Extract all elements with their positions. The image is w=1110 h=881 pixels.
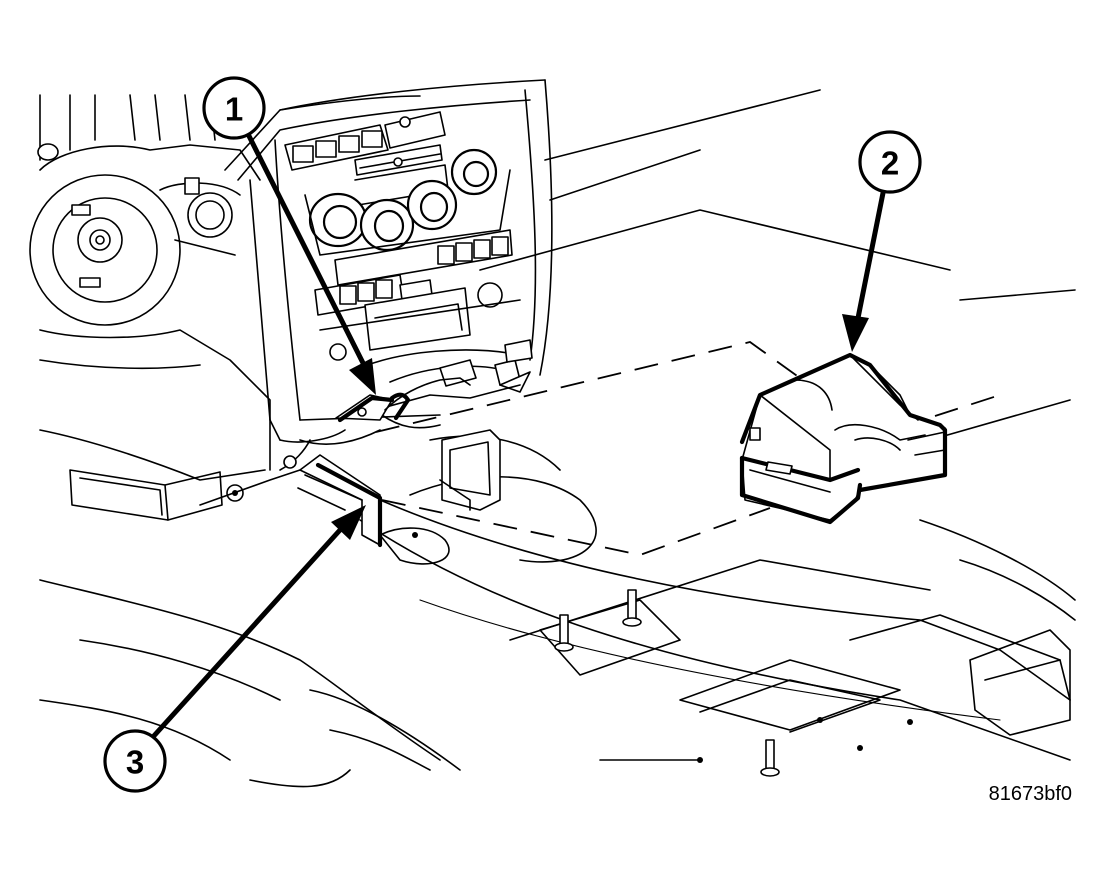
callout-2-label: 2 <box>881 145 899 182</box>
mounting-studs <box>554 589 780 777</box>
alignment-guides <box>375 341 1001 556</box>
radio-knobs <box>308 148 498 252</box>
callout-2: 2 <box>858 130 922 194</box>
callout-2-arrow <box>842 185 887 352</box>
callout-arrows <box>149 129 887 741</box>
figure-id: 81673bf0 <box>989 783 1072 805</box>
callout-3: 3 <box>103 729 167 793</box>
floor-duct-opening <box>297 454 383 548</box>
heater-duct-bracket <box>335 377 471 423</box>
background-panels <box>479 89 1076 441</box>
callout-3-arrow <box>149 505 366 741</box>
center-stack <box>224 79 553 511</box>
rear-floor-duct <box>739 352 948 525</box>
callout-3-label: 3 <box>126 744 144 781</box>
callout-1: 1 <box>202 76 266 140</box>
callout-1-arrow <box>244 129 376 395</box>
floor-pan <box>39 435 1076 788</box>
callout-1-label: 1 <box>225 91 243 128</box>
